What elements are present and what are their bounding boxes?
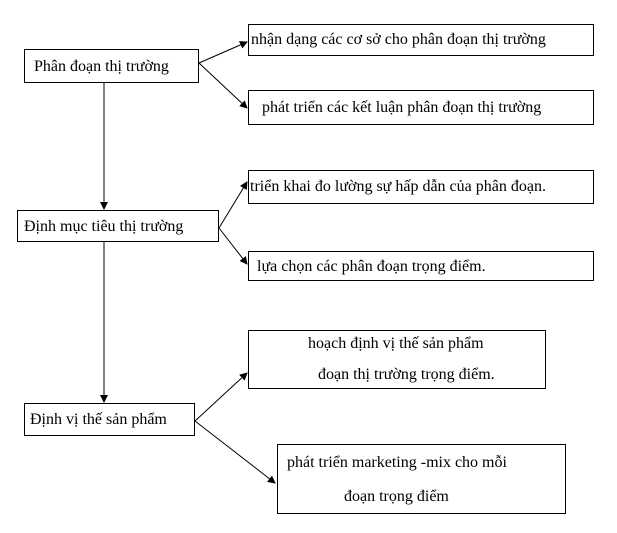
step-identify-bases-label: nhận dạng các cơ sở cho phân đoạn thị tr… [251, 31, 546, 48]
arrow-to-identify-bases [198, 41, 248, 64]
node-segmentation-label: Phân đoạn thị trường [34, 58, 169, 75]
step-develop-mix-line2: đoạn trọng điểm [344, 488, 449, 505]
step-select-targets: lựa chọn các phân đoạn trọng điểm. [248, 251, 594, 281]
arrow-to-select-targets [218, 227, 248, 265]
node-positioning: Định vị thế sản phẩm [24, 403, 195, 436]
arrow-to-develop-profiles [198, 62, 248, 109]
step-measure-attractiveness-label: triển khai đo lường sự hấp dẫn của phân … [250, 178, 546, 195]
step-develop-profiles: phát triển các kết luận phân đoạn thị tr… [248, 90, 594, 125]
step-develop-mix-line1: phát triển marketing -mix cho mỗi [287, 454, 507, 471]
arrow-to-plan-positioning [194, 372, 248, 422]
node-targeting-label: Định mục tiêu thị trường [24, 218, 184, 235]
step-develop-mix: phát triển marketing -mix cho mỗi đoạn t… [277, 444, 566, 514]
step-plan-positioning-line2: đoạn thị trường trọng điểm. [318, 366, 495, 383]
step-plan-positioning-line1: hoạch định vị thế sản phẩm [308, 335, 484, 352]
step-measure-attractiveness: triển khai đo lường sự hấp dẫn của phân … [248, 170, 594, 204]
node-segmentation: Phân đoạn thị trường [24, 49, 199, 83]
step-develop-profiles-label: phát triển các kết luận phân đoạn thị tr… [262, 99, 542, 116]
node-positioning-label: Định vị thế sản phẩm [30, 411, 167, 428]
step-plan-positioning: hoạch định vị thế sản phẩm đoạn thị trườ… [248, 330, 546, 389]
step-select-targets-label: lựa chọn các phân đoạn trọng điểm. [257, 258, 486, 275]
node-targeting: Định mục tiêu thị trường [17, 210, 219, 242]
arrow-to-measure-attractiveness [218, 181, 248, 229]
step-identify-bases: nhận dạng các cơ sở cho phân đoạn thị tr… [248, 24, 594, 56]
arrow-to-develop-mix [194, 420, 276, 484]
